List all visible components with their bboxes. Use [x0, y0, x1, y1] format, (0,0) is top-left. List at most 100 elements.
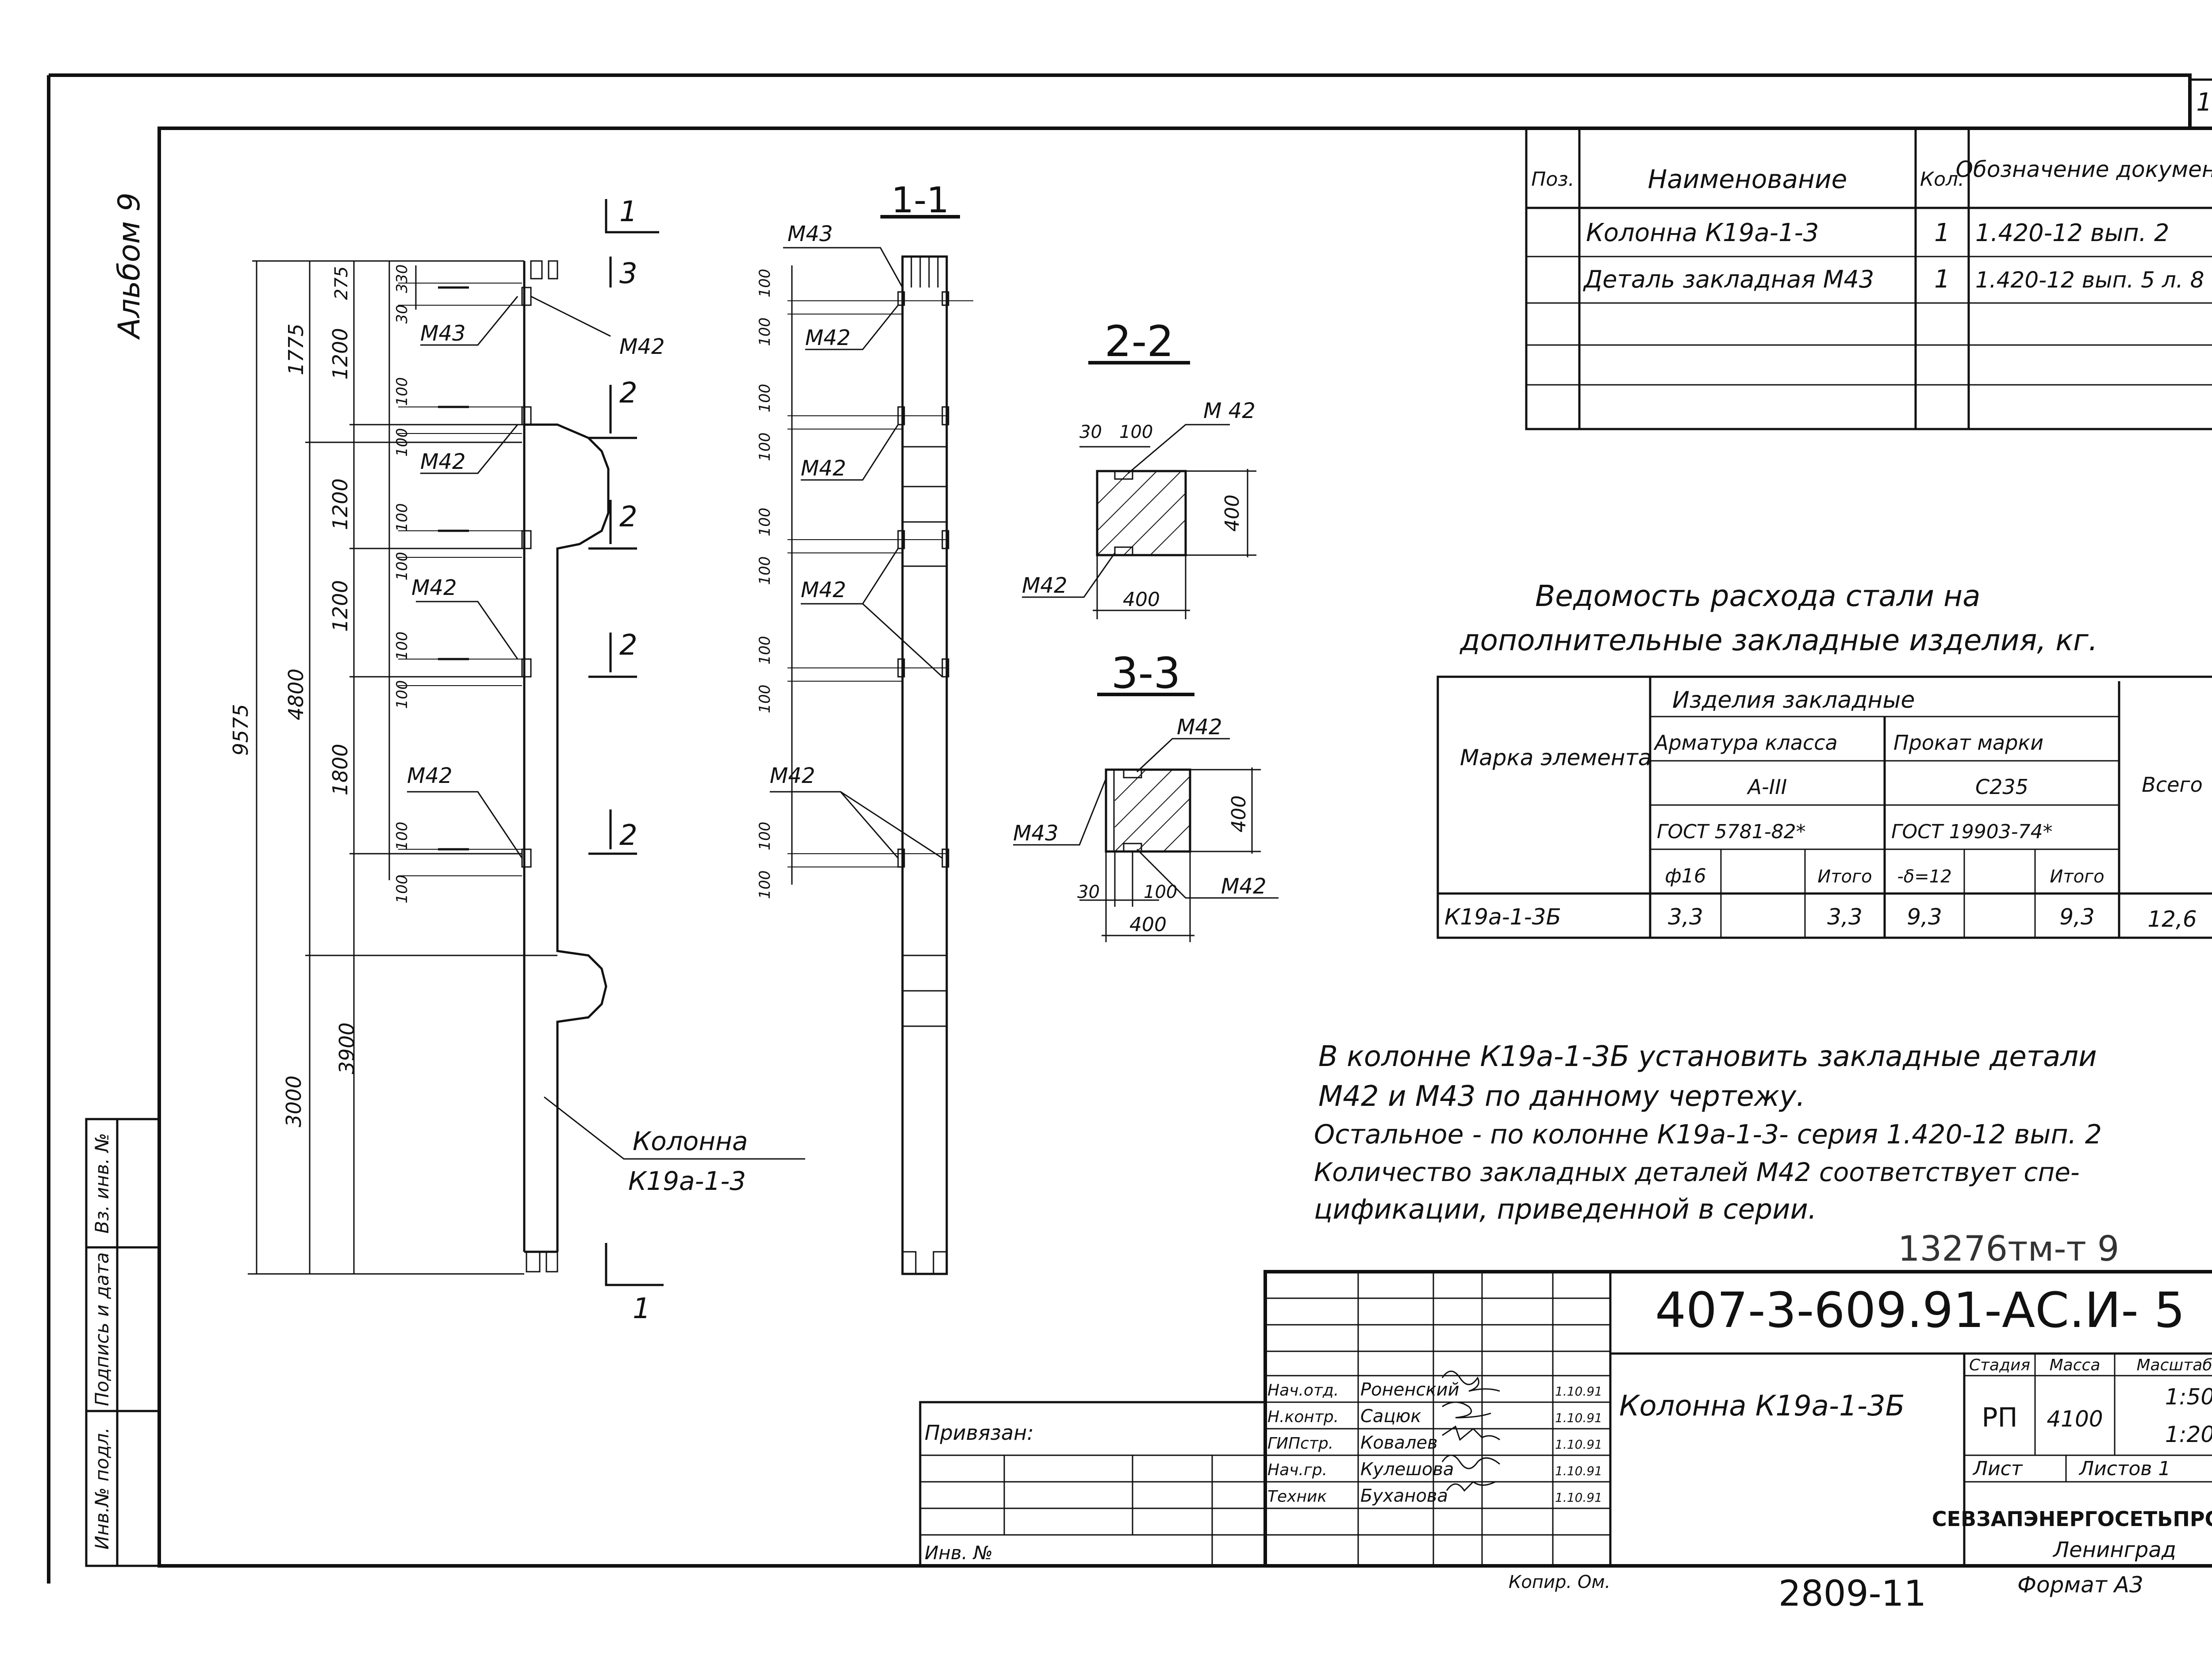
s11-m42-2: М42: [801, 456, 846, 481]
steel-title-2: дополнительные закладные изделия, кг.: [1459, 623, 2098, 657]
column-elevation: [248, 199, 805, 1286]
column-label-1: Колонна: [633, 1126, 748, 1156]
spec-r1-qty: 1: [1934, 219, 1950, 247]
s11-m42-1: М42: [805, 326, 851, 350]
scale-header: Масштаб: [2136, 1356, 2212, 1374]
steel-row-v4: 9,3: [1907, 904, 1942, 930]
scale-value-2: 1:20: [2165, 1422, 2212, 1447]
sheet-number: 10: [2196, 88, 2212, 117]
note-line-5: цификации, приведенной в серии.: [1314, 1193, 1816, 1225]
scale-value-1: 1:50: [2165, 1384, 2212, 1410]
signer-4-role: Нач.гр.: [1267, 1461, 1327, 1479]
steel-row-mark: К19а-1-3Б: [1444, 904, 1561, 930]
column-label-2: К19а-1-3: [628, 1166, 746, 1196]
steel-sub-6: Итого: [2050, 867, 2104, 887]
dim-275: 275: [331, 266, 352, 300]
steel-title-1: Ведомость расхода стали на: [1535, 579, 1981, 613]
steel-row-v1: 3,3: [1668, 904, 1703, 930]
signer-3-role: ГИПстр.: [1267, 1434, 1333, 1453]
margin-stamp: [85, 1118, 161, 1567]
steel-row-total: 12,6: [2147, 906, 2197, 932]
dim-100-b: 100: [393, 428, 411, 457]
s11-dim-4: 100: [756, 433, 774, 461]
s11-dim-9: 100: [756, 822, 774, 851]
dim-1200a: 1200: [328, 328, 352, 380]
dim-4800: 4800: [284, 668, 308, 720]
dim-3000: 3000: [282, 1075, 306, 1127]
mass-value: 4100: [2047, 1406, 2103, 1432]
signer-1-role: Нач.отд.: [1267, 1381, 1339, 1400]
steel-sub-1: ф16: [1665, 865, 1706, 887]
archive-number: 13276тм-т 9: [1898, 1229, 2119, 1269]
signer-3-date: 1.10.91: [1555, 1437, 1602, 1452]
steel-sub-3: Итого: [1817, 867, 1872, 887]
sheets-label: Листов 1: [2078, 1457, 2170, 1480]
steel-h-total: Всего: [2142, 773, 2202, 797]
spec-h-qty: Кол.: [1920, 168, 1964, 191]
margin-sign-date: Подпись и дата: [91, 1252, 113, 1406]
note-line-2: М42 и М43 по данному чертежу.: [1318, 1080, 1805, 1113]
dim-1200b: 1200: [328, 478, 352, 530]
steel-table: [1436, 675, 2212, 939]
sheet-label: Лист: [1972, 1457, 2023, 1480]
spec-r2-name: Деталь закладная М43: [1583, 265, 1874, 293]
cut-mark-1-bottom: 1: [633, 1292, 651, 1325]
privyazan-label: Привязан:: [925, 1421, 1034, 1445]
stage-header: Стадия: [1969, 1356, 2030, 1374]
elev-label-m42-1: М42: [420, 449, 466, 474]
dim-100-h: 100: [393, 875, 411, 904]
steel-h-class: А-III: [1747, 775, 1787, 799]
format-label: Формат А3: [2017, 1572, 2143, 1598]
margin-inv-no: Инв.№ подл.: [91, 1427, 113, 1549]
steel-h-mark: Марка элемента: [1460, 745, 1651, 771]
sheet-frames: [47, 73, 2212, 1584]
section-1-1: [770, 215, 973, 1275]
signer-3-name: Ковалев: [1360, 1433, 1438, 1453]
s11-m42-3: М42: [801, 578, 846, 602]
cut-mark-2c: 2: [619, 629, 637, 662]
dim-100-e: 100: [393, 632, 411, 660]
steel-sub-4: -δ=12: [1897, 867, 1951, 887]
cut-mark-3: 3: [619, 257, 637, 290]
cut-mark-1-top: 1: [619, 196, 637, 228]
spec-h-pos: Поз.: [1531, 168, 1574, 191]
dim-330: 330: [393, 265, 411, 293]
dim-1800: 1800: [328, 744, 352, 795]
signer-2-name: Сацюк: [1360, 1406, 1421, 1427]
steel-h-steel: С235: [1975, 775, 2028, 799]
org-city: Ленинград: [2052, 1538, 2176, 1562]
note-line-4: Количество закладных деталей М42 соответ…: [1314, 1157, 2080, 1187]
steel-h-gost2: ГОСТ 19903-74*: [1891, 821, 2053, 843]
inv-label: Инв. №: [925, 1542, 993, 1564]
section-3-3: [1013, 693, 1279, 942]
steel-h-rebar: Арматура класса: [1653, 731, 1838, 755]
elev-label-m42-2: М42: [411, 575, 457, 600]
doc-code: 407-3-609.91-АС.И- 5: [1655, 1282, 2185, 1338]
elev-label-m42-3: М42: [407, 763, 453, 788]
stage-value: РП: [1982, 1402, 2017, 1433]
steel-h-rolled: Прокат марки: [1893, 731, 2043, 755]
section-2-2-title: 2-2: [1105, 317, 1174, 366]
s11-dim-5: 100: [756, 508, 774, 537]
section-1-1-title: 1-1: [891, 180, 949, 221]
dim-30: 30: [393, 304, 411, 323]
doc-title: Колонна К19а-1-3Б: [1619, 1390, 1905, 1423]
signer-1-date: 1.10.91: [1555, 1384, 1602, 1399]
dim-100-f: 100: [393, 680, 411, 709]
s11-dim-6: 100: [756, 556, 774, 585]
copied-mark: Копир. Ом.: [1509, 1572, 1610, 1592]
s22-dim-400h: 400: [1123, 588, 1160, 611]
dim-100-d: 100: [393, 552, 411, 581]
note-line-3: Остальное - по колонне К19а-1-3- серия 1…: [1314, 1119, 2102, 1150]
signer-5-date: 1.10.91: [1555, 1490, 1602, 1505]
s11-dim-2: 100: [756, 318, 774, 346]
signer-1-name: Роненский: [1360, 1380, 1459, 1400]
mass-header: Масса: [2050, 1356, 2101, 1374]
steel-h-products: Изделия закладные: [1672, 687, 1915, 713]
s22-dim-30: 30: [1079, 422, 1102, 442]
s11-dim-8: 100: [756, 685, 774, 713]
elev-label-m42-top: М42: [619, 334, 665, 359]
org-name: СЕВЗАПЭНЕРГОСЕТЬПРОЕКТ: [1932, 1507, 2212, 1531]
s33-m42-bottom: М42: [1221, 874, 1267, 899]
elev-label-m43: М43: [420, 321, 466, 346]
